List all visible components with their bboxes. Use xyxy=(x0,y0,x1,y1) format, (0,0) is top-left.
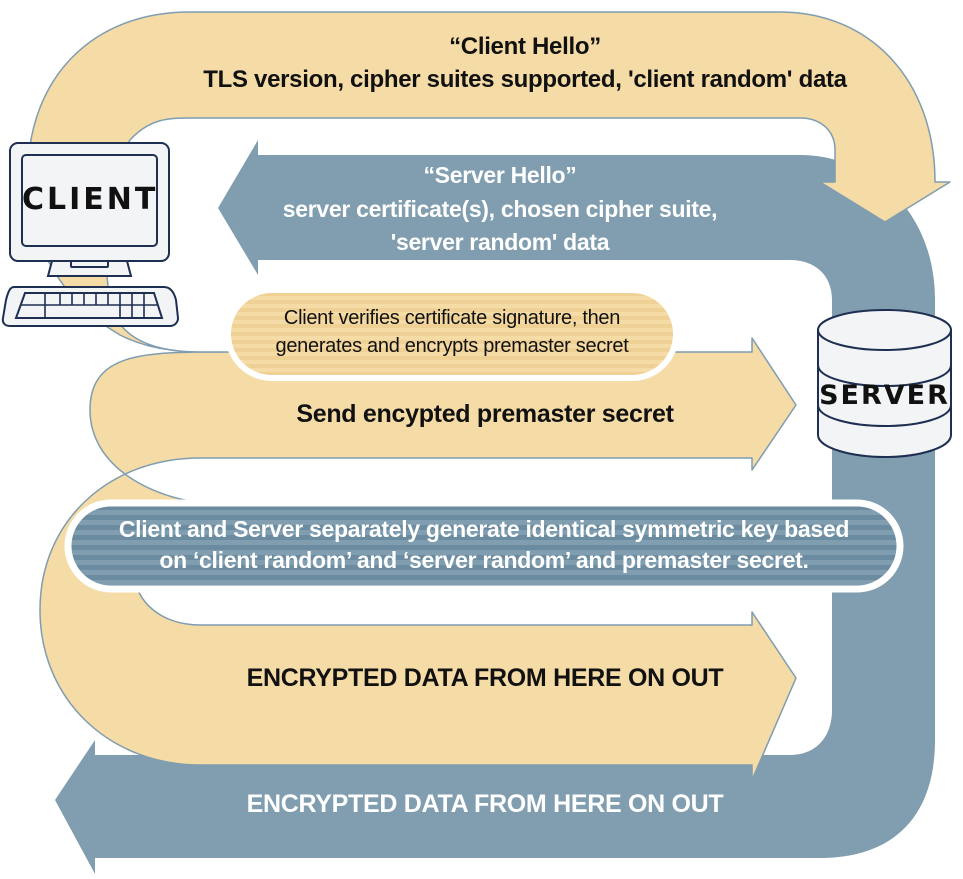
client-verify-pill xyxy=(225,287,679,381)
key-generation-pill xyxy=(64,499,904,593)
server-label: SERVER xyxy=(819,380,950,411)
client-verify-line2: generates and encrypts premaster secret xyxy=(275,335,629,357)
key-generation-line2: on ‘client random’ and ‘server random’ a… xyxy=(159,547,809,573)
key-generation-line1: Client and Server separately generate id… xyxy=(118,516,850,542)
encrypted-server-label: ENCRYPTED DATA FROM HERE ON OUT xyxy=(246,790,724,818)
client-hello-detail: TLS version, cipher suites supported, 'c… xyxy=(203,66,847,93)
server-flow-band xyxy=(55,140,935,874)
client-label: CLIENT xyxy=(22,182,159,217)
desktop-computer-icon xyxy=(1,142,180,327)
database-server-icon xyxy=(817,309,952,459)
server-hello-detail-line2: 'server random' data xyxy=(390,229,610,255)
server-hello-detail-line1: server certificate(s), chosen cipher sui… xyxy=(282,196,718,222)
client-verify-line1: Client verifies certificate signature, t… xyxy=(283,307,621,329)
send-premaster-label: Send encypted premaster secret xyxy=(296,400,674,428)
server-hello-title: “Server Hello” xyxy=(423,162,577,188)
encrypted-client-label: ENCRYPTED DATA FROM HERE ON OUT xyxy=(246,664,724,692)
client-hello-title: “Client Hello” xyxy=(449,33,601,60)
